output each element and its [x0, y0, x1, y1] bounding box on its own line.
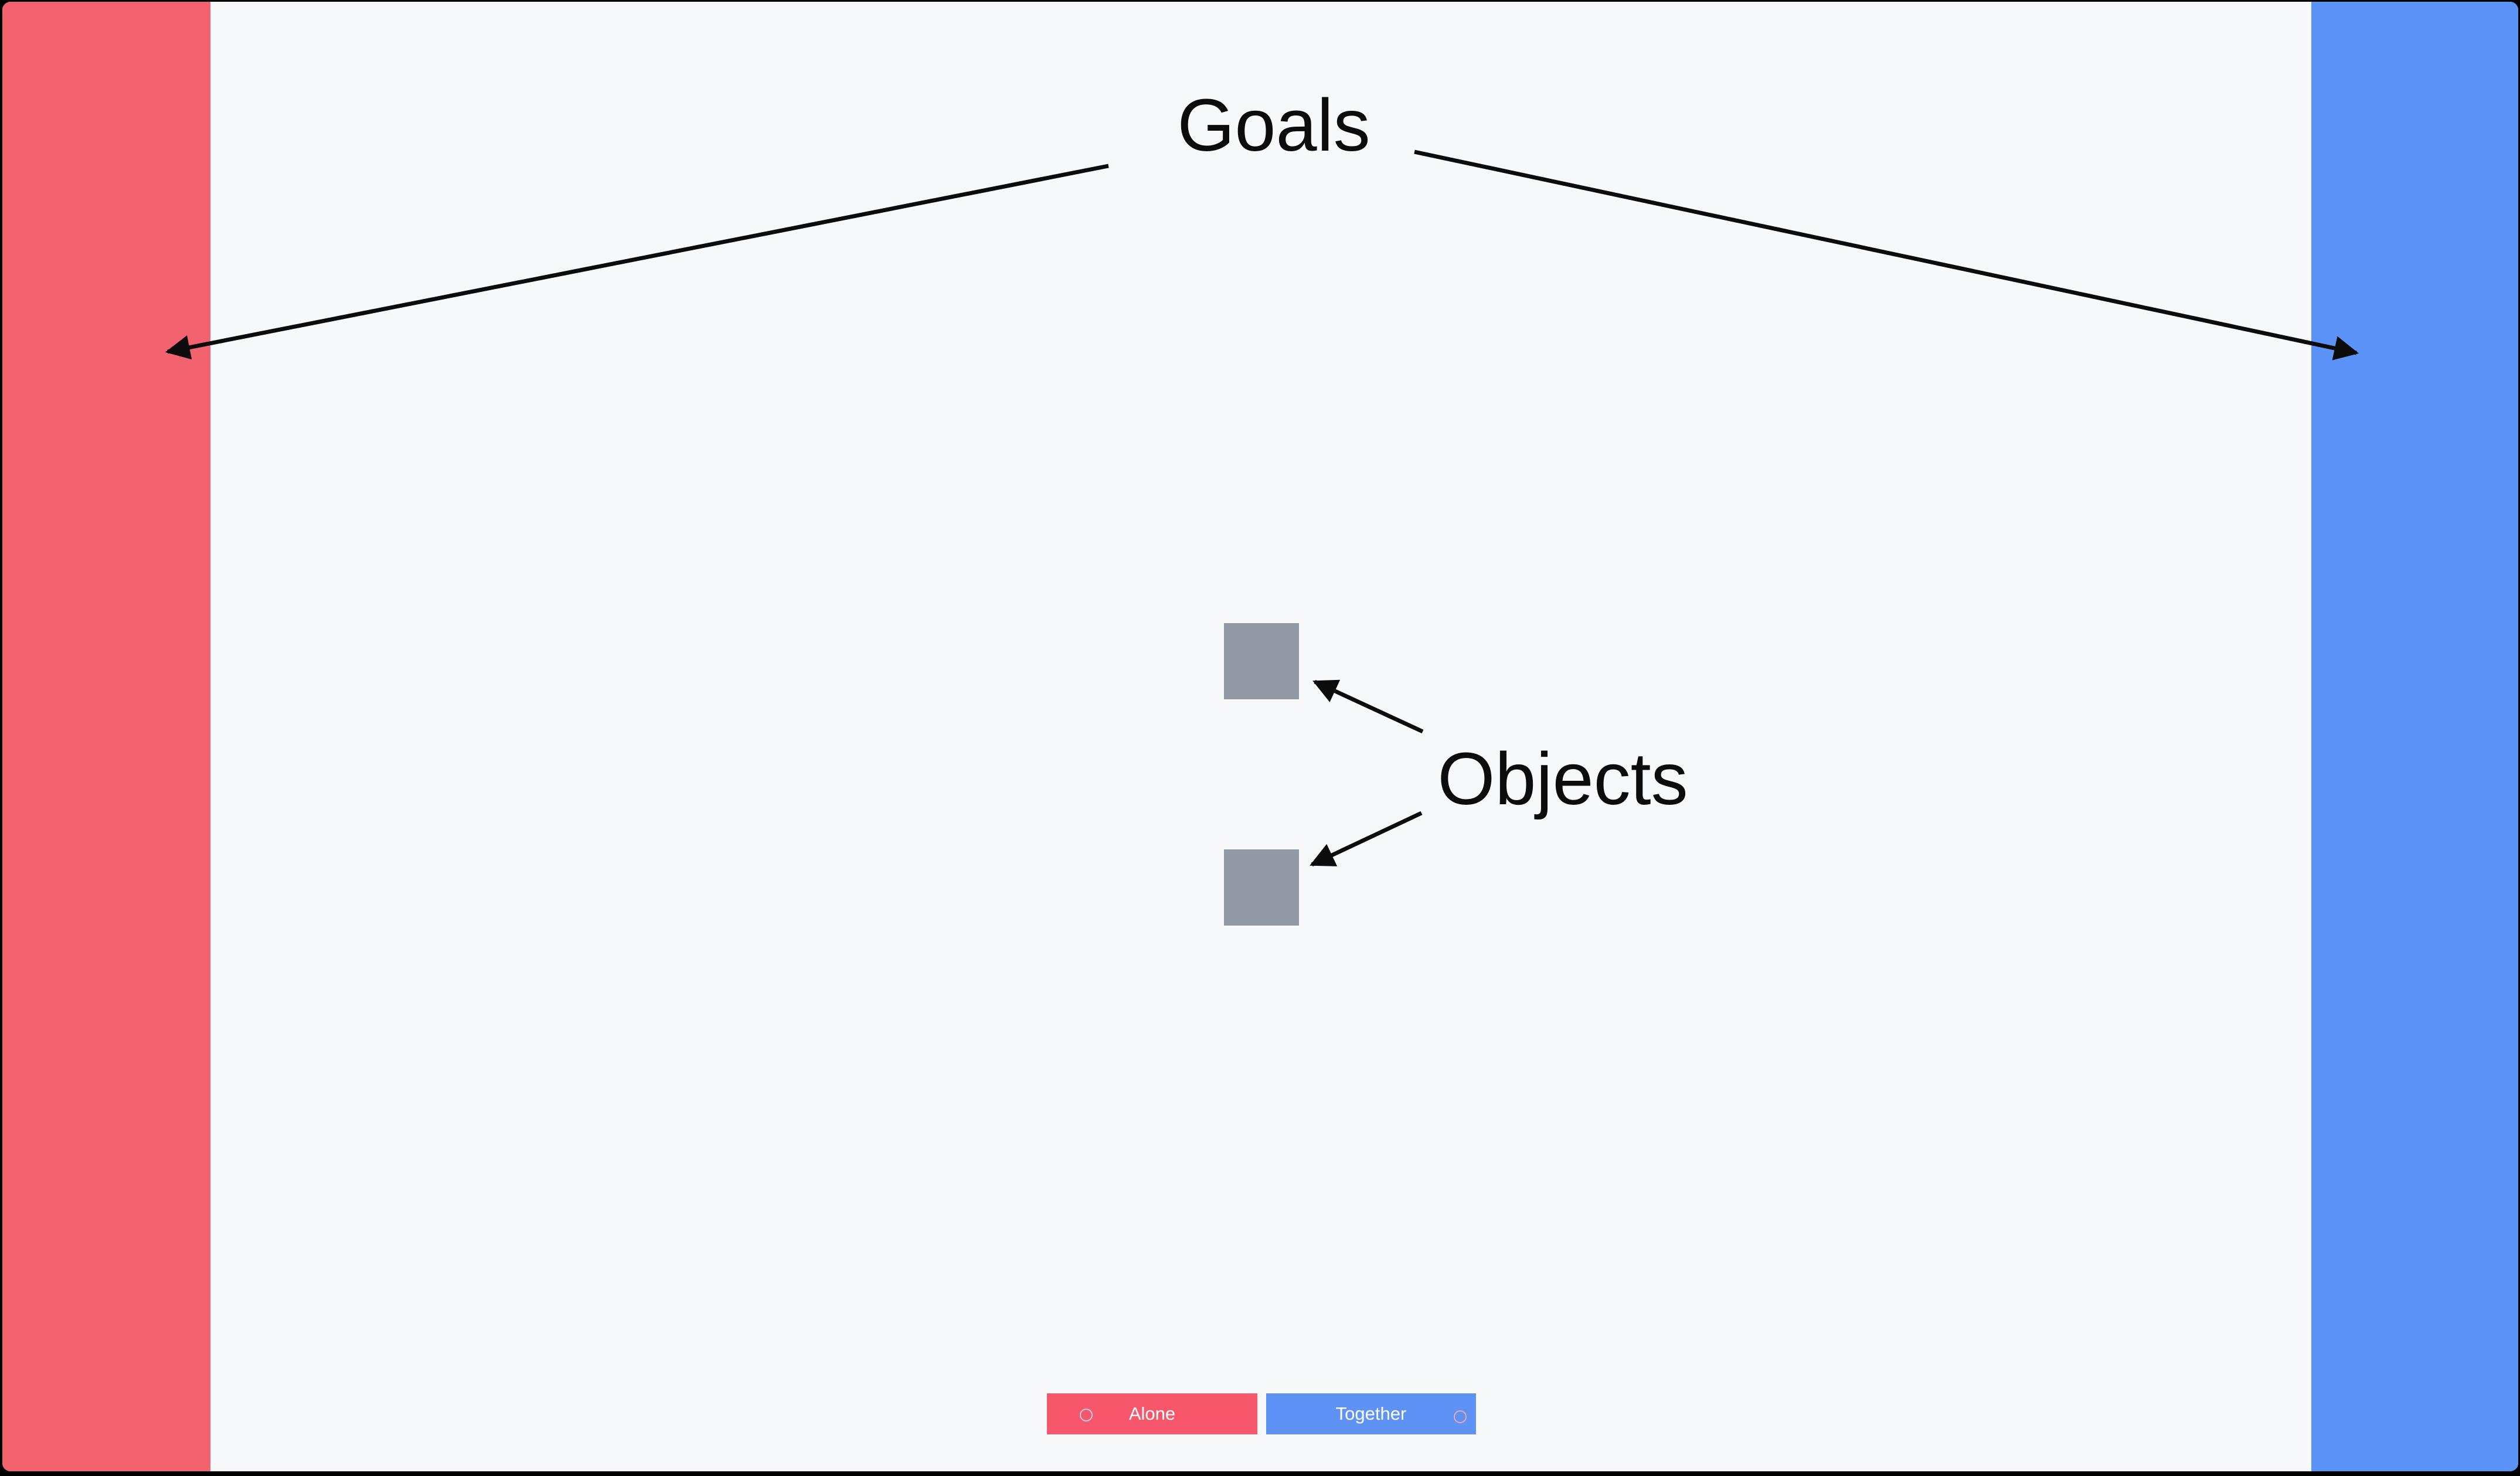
- object-block-bottom: [1224, 849, 1299, 926]
- left-goal-zone: [2, 2, 210, 1471]
- arrow-goals-to-left-goal: [165, 164, 1109, 360]
- alone-button-label: Alone: [1128, 1403, 1176, 1424]
- together-button[interactable]: Together: [1266, 1393, 1476, 1434]
- arrow-goals-to-right-goal: [1414, 149, 2359, 361]
- right-goal-zone: [2311, 2, 2518, 1471]
- object-block-top: [1224, 623, 1299, 699]
- objects-annotation-label: Objects: [1437, 737, 1688, 820]
- together-button-label: Together: [1335, 1403, 1407, 1424]
- alone-radio-circle-icon: [1080, 1409, 1093, 1421]
- arrow-objects-to-bottom-object: [1310, 811, 1423, 867]
- together-radio-circle-icon: [1454, 1410, 1467, 1423]
- arrow-objects-to-top-object: [1312, 679, 1424, 734]
- alone-button[interactable]: Alone: [1047, 1393, 1257, 1434]
- goals-annotation-label: Goals: [1177, 84, 1370, 166]
- condition-controls: Alone Together: [2, 1393, 2518, 1434]
